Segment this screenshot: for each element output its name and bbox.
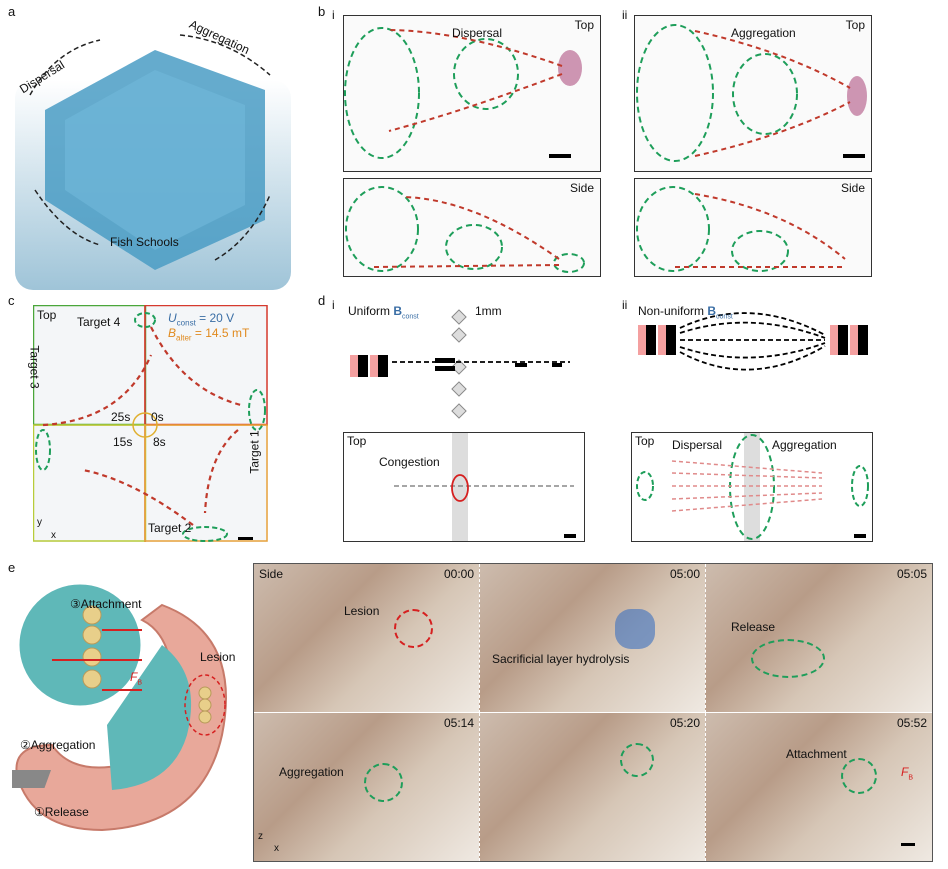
panel-e-label: e — [8, 560, 16, 575]
frame-note: Aggregation — [279, 764, 344, 779]
panel-d-label: d — [318, 293, 326, 308]
dispersal-title: Dispersal — [452, 26, 503, 40]
b-alter-label: Balter = 14.5 mT — [168, 326, 250, 343]
fb-label: FB — [130, 670, 143, 687]
axis-y: y — [37, 517, 42, 528]
axis-x: x — [51, 530, 56, 541]
axis-x: x — [274, 842, 279, 854]
target-3-label: Target 3 — [27, 345, 42, 389]
top-label: Top — [347, 434, 367, 448]
frame-note: Release — [731, 620, 776, 634]
target-1-label: Target 1 — [247, 430, 262, 474]
time-15s: 15s — [113, 435, 133, 449]
time-8s: 8s — [153, 435, 166, 449]
frame-time: 05:20 — [669, 715, 700, 730]
aggregation-title: Aggregation — [731, 26, 796, 40]
uniform-b-title: Uniform Bconst — [348, 304, 419, 321]
side-label: Side — [569, 181, 594, 195]
aggregation-side-view: Side — [634, 178, 872, 277]
fish-schools-caption: Fish Schools — [110, 235, 179, 249]
axis-z: z — [258, 830, 263, 842]
scale-bar — [901, 842, 915, 846]
time-0s: 0s — [151, 410, 164, 424]
panel-a-label: a — [8, 4, 16, 19]
scale-1mm: 1mm — [475, 304, 502, 318]
frame-time: 05:00 — [669, 567, 700, 581]
frame-time: 00:00 — [443, 567, 474, 581]
panel-d-i-label: i — [332, 298, 335, 312]
panel-d-ii-label: ii — [622, 298, 628, 312]
stomach-illustration: ③Attachment FB Lesion ②Aggregation ①Rele… — [12, 575, 247, 840]
nonuniform-top-view: Top Dispersal Aggregation — [631, 432, 873, 542]
target-2-label: Target 2 — [148, 521, 192, 535]
aggregation-label: ②Aggregation — [20, 738, 96, 752]
release-label: ①Release — [34, 805, 89, 819]
dispersal-top-view: Dispersal Top — [343, 15, 601, 172]
top-label: Top — [635, 434, 655, 448]
panel-b-label: b — [318, 4, 326, 19]
frame-5: 05:20 — [480, 712, 706, 861]
top-label: Top — [37, 308, 57, 322]
lesion-label: Lesion — [200, 650, 236, 664]
u-const-label: Uconst = 20 V — [168, 311, 235, 328]
frame-time: 05:14 — [443, 715, 474, 730]
lesion-marker — [394, 609, 433, 648]
dispersal-side-view: Side — [343, 178, 601, 277]
nonuniform-b-title: Non-uniform Bconst — [638, 304, 733, 321]
congestion-label: Congestion — [379, 455, 440, 469]
frame-note: Lesion — [344, 604, 380, 618]
uniform-top-view: Top Congestion — [343, 432, 585, 542]
panel-c-label: c — [8, 293, 15, 308]
attachment-label: ③Attachment — [70, 597, 142, 611]
fish-schools-illustration: Dispersal Aggregation Fish Schools — [15, 17, 293, 292]
frame-note: Attachment — [786, 746, 847, 761]
panel-b-ii-label: ii — [622, 8, 628, 22]
time-25s: 25s — [111, 410, 131, 424]
frame-time: 05:05 — [896, 567, 927, 581]
uniform-field-schematic: Uniform Bconst 1mm — [340, 300, 590, 425]
frame-note: Sacrificial layer hydrolysis — [492, 652, 630, 666]
top-label: Top — [845, 18, 865, 32]
four-target-navigation: Top Target 4 Target 2 Target 3 Target 1 … — [28, 305, 268, 542]
fb-label: FB — [901, 764, 914, 781]
aggregation-label: Aggregation — [772, 438, 837, 452]
aggregation-top-view: Aggregation Top — [634, 15, 872, 172]
side-label: Side — [840, 181, 865, 195]
frame-time: 05:52 — [896, 715, 927, 730]
dispersal-label: Dispersal — [672, 438, 723, 452]
target-4-label: Target 4 — [77, 315, 121, 329]
nonuniform-field-schematic: Non-uniform Bconst — [630, 300, 875, 425]
top-label: Top — [574, 18, 594, 32]
panel-b-i-label: i — [332, 8, 335, 22]
side-label: Side — [259, 567, 284, 581]
